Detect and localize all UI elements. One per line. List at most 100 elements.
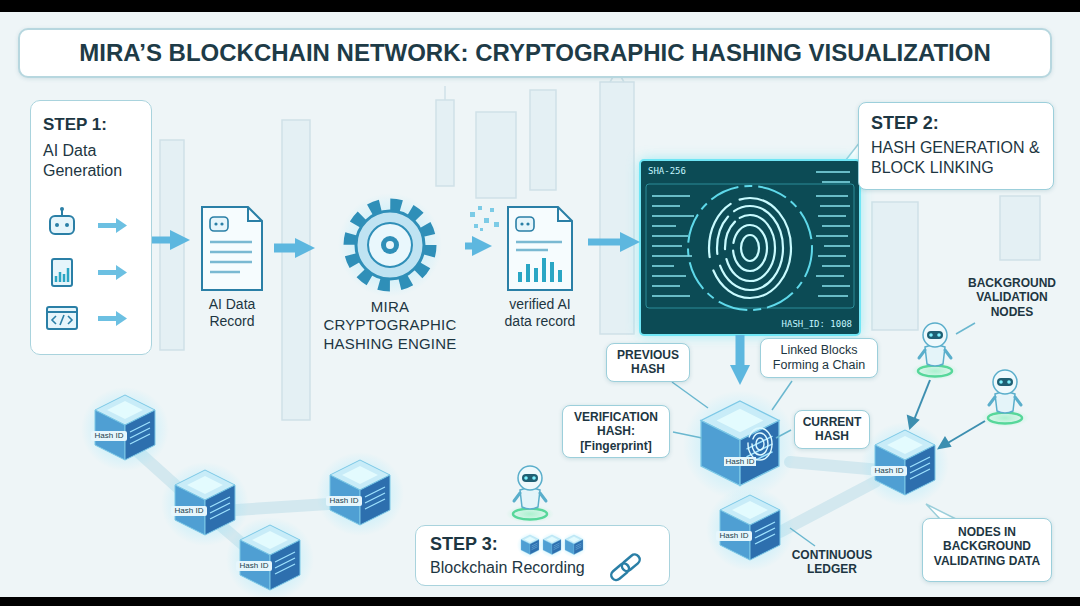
node-text: Blockchain Recording xyxy=(430,559,655,577)
block-id: Hash ID xyxy=(871,466,907,476)
source-icons xyxy=(60,207,64,211)
dissolve-pixels xyxy=(474,224,478,228)
dissolve-pixels xyxy=(480,228,483,231)
document-icon xyxy=(210,242,252,272)
source-icons xyxy=(47,311,77,313)
block-id: Hash ID xyxy=(236,561,272,571)
block-id: Hash ID xyxy=(326,496,362,506)
leader-line xyxy=(673,432,702,438)
verified-document-icon xyxy=(520,258,560,282)
source-icons xyxy=(116,265,127,280)
node-text: STEP 2: xyxy=(871,113,1041,134)
ledger-cubes xyxy=(706,487,794,571)
annotation-label: BACKGROUND VALIDATION NODES xyxy=(960,276,1064,319)
validation-arrow xyxy=(908,380,985,448)
source-icons xyxy=(47,207,127,329)
node-text: STEP 1: xyxy=(43,115,141,135)
flow-arrow xyxy=(588,239,628,246)
fingerprint-panel xyxy=(688,186,812,310)
ledger-cubes xyxy=(316,452,404,536)
title-text: MIRA’S BLOCKCHAIN NETWORK: CRYPTOGRAPHIC… xyxy=(79,39,991,67)
source-icons xyxy=(116,311,127,326)
node-text: SHA-256 xyxy=(648,166,852,176)
node-text: HASH_ID: 1008 xyxy=(648,319,852,329)
source-icons xyxy=(56,268,68,282)
step3-icons xyxy=(561,533,587,558)
source-icons xyxy=(52,259,72,286)
verified-document-icon xyxy=(526,222,529,225)
validator-robots xyxy=(506,466,554,523)
validation-arrow xyxy=(946,421,985,444)
dissolve-pixels xyxy=(484,218,489,223)
validation-arrow xyxy=(939,438,950,448)
fingerprint-panel xyxy=(640,160,860,335)
dissolve-pixels xyxy=(490,208,494,212)
hash-callout: PREVIOUS HASH xyxy=(606,343,690,382)
central-block xyxy=(756,438,764,450)
data-record: AI Data Record xyxy=(190,200,274,335)
leader-line xyxy=(772,381,792,410)
validator-robots xyxy=(911,323,959,380)
document-icon xyxy=(210,217,228,231)
flow-arrow xyxy=(274,244,303,253)
dissolve-pixels xyxy=(478,206,482,210)
leader-line xyxy=(672,323,975,546)
annotation-label: CONTINUOUS LEDGER xyxy=(782,548,882,577)
document-icon xyxy=(220,222,223,225)
node-text: AI Data Generation xyxy=(43,141,141,181)
panel-fills xyxy=(415,525,670,585)
fingerprint-panel xyxy=(725,215,775,281)
document-icon xyxy=(202,207,262,290)
panel-fills xyxy=(30,100,956,585)
block-id: Hash ID xyxy=(716,531,752,541)
hashing-gear xyxy=(338,193,442,297)
node-text: NODES IN BACKGROUND VALIDATING DATA xyxy=(931,525,1043,568)
node-text: HASH GENERATION & BLOCK LINKING xyxy=(871,138,1041,178)
fingerprint-panel: SHA-256HASH_ID: 1008 xyxy=(640,160,860,335)
fingerprint-panel xyxy=(640,160,860,335)
node-text: PREVIOUS HASH xyxy=(610,348,686,377)
fingerprint-panel xyxy=(816,172,850,296)
verified-document-icon xyxy=(508,207,572,290)
source-icons xyxy=(98,218,127,326)
verified-document-icon xyxy=(516,242,562,250)
verified-document-icon xyxy=(508,207,572,290)
city-skyline xyxy=(160,140,184,350)
validator-robots xyxy=(506,323,1029,523)
step3-icons xyxy=(609,553,641,583)
validator-robots xyxy=(981,370,1029,427)
leader-line xyxy=(672,382,708,408)
source-icons xyxy=(55,223,59,227)
node-text: Hash ID xyxy=(724,457,757,466)
source-icons xyxy=(98,223,116,228)
verified-document-icon xyxy=(558,207,572,221)
hash-block: Hash ID xyxy=(692,385,788,490)
validation-arrow xyxy=(914,380,930,420)
city-skyline xyxy=(282,120,310,420)
node-text: MIRA CRYPTOGRAPHIC HASHING ENGINE xyxy=(317,298,463,353)
hash-callout: CURRENT HASH xyxy=(794,410,870,449)
validation-callout: NODES IN BACKGROUND VALIDATING DATA xyxy=(922,518,1052,582)
source-icons xyxy=(116,218,127,233)
city-skyline xyxy=(872,202,918,330)
document-icon xyxy=(214,222,217,225)
verified-document-icon xyxy=(520,222,523,225)
verified-document-icon xyxy=(516,217,534,231)
source-icons xyxy=(52,315,72,325)
fingerprint-panel xyxy=(646,184,854,308)
hashing-gear xyxy=(368,223,412,267)
leader-line xyxy=(776,430,791,438)
ledger-pipes xyxy=(780,482,875,532)
step3-icons xyxy=(620,553,642,574)
central-block xyxy=(748,428,772,460)
fingerprint-panel xyxy=(709,198,791,298)
verified-record: verified AI data record xyxy=(492,200,588,335)
fingerprint-panel xyxy=(640,160,860,335)
fingerprint-panel xyxy=(733,225,767,271)
hashing-engine: MIRA CRYPTOGRAPHIC HASHING ENGINE xyxy=(315,190,465,365)
step-panel: STEP 1: AI Data Generation xyxy=(30,100,152,355)
dissolve-pixels xyxy=(470,212,475,217)
